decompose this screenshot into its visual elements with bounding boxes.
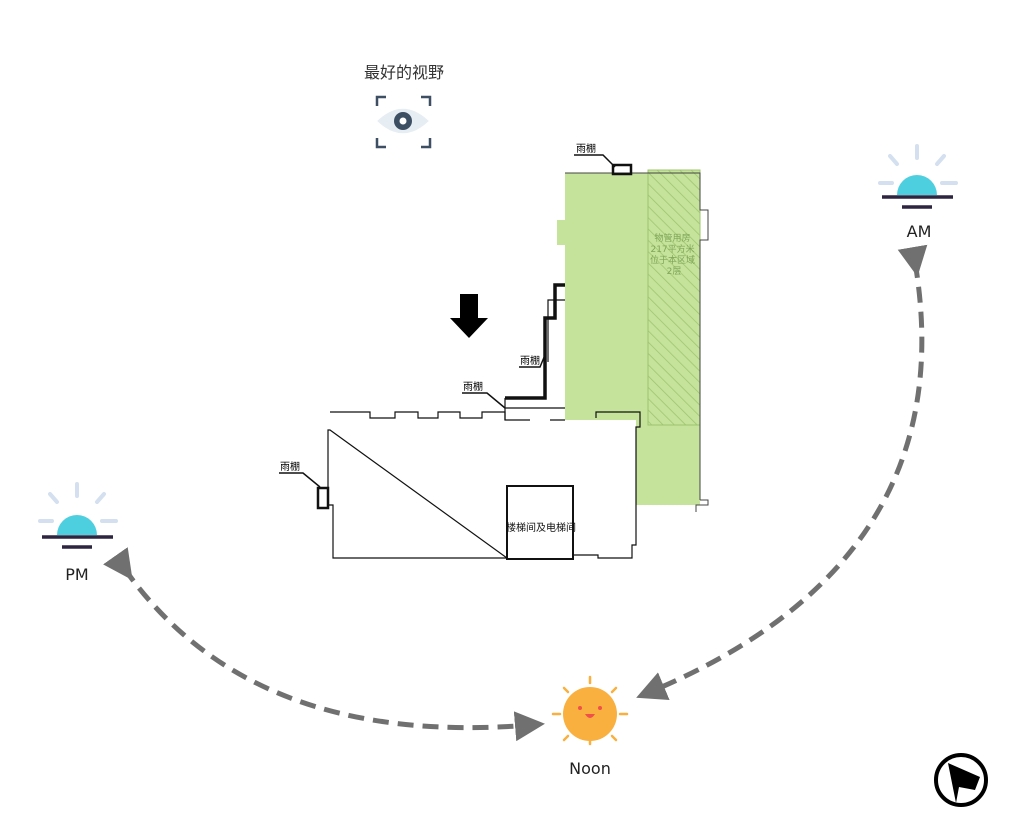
canopy-callouts: [279, 154, 616, 488]
view-label: 最好的视野: [364, 63, 444, 82]
am-label: AM: [907, 222, 932, 241]
entrance-arrow-icon: [450, 294, 488, 338]
sunset-icon: [38, 482, 118, 549]
canopy-label: 雨棚: [463, 380, 483, 393]
noon-sun-icon: [551, 675, 629, 746]
stair-label: 楼梯间及电梯间: [506, 521, 576, 534]
canopy-label: 雨棚: [520, 354, 540, 367]
pm-label: PM: [65, 565, 88, 584]
canopy-label: 雨棚: [280, 460, 300, 473]
pm-noon-arc: [103, 547, 545, 742]
north-compass-icon: [934, 753, 988, 807]
property-zone: 物管用房 217平方米 位于本区域 2层: [557, 169, 709, 512]
canopy-label: 雨棚: [576, 142, 596, 155]
eye-icon: [375, 95, 432, 149]
sunrise-icon: [878, 144, 958, 209]
am-noon-arc: [636, 244, 928, 701]
noon-label: Noon: [569, 759, 611, 778]
